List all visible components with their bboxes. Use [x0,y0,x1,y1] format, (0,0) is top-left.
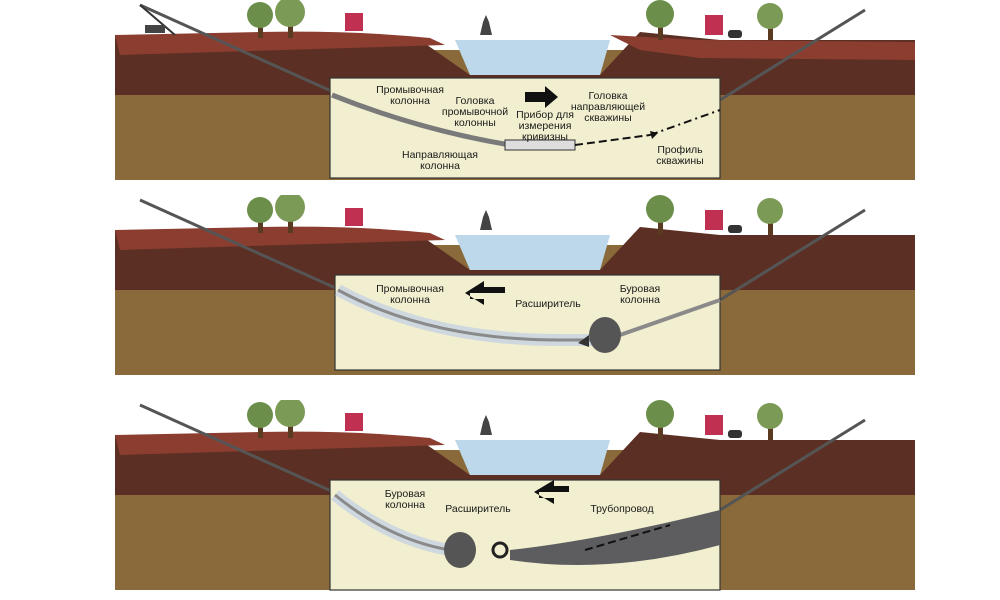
arrow-head-icon [650,131,658,139]
trees-left [247,195,305,233]
car-icon [728,430,742,438]
tower-icon [480,15,492,35]
pipeline-icon [510,510,720,565]
trees-right [646,195,783,235]
direction-arrow-icon [525,86,558,108]
drill-rig-left [139,403,341,497]
truck-icon [345,413,363,431]
trees-right [646,0,783,40]
car-icon [728,225,742,233]
pull-direction-line [584,524,671,551]
truck-icon-right [705,210,723,230]
trees-right [646,400,783,440]
bore-profile-line [649,109,721,136]
label-reamer: Расширитель [445,503,511,515]
truck-icon-right [705,15,723,35]
car-icon [728,30,742,38]
exit-pipe-right [719,418,866,512]
direction-arrow-icon [465,281,505,305]
drill-string-pipe [619,298,721,337]
label-reamer: Расширитель [515,298,581,310]
river [455,440,610,475]
drill-rig-left [139,3,341,97]
bore-path [574,134,651,146]
truck-icon [345,208,363,226]
trees-left [247,0,305,38]
drill-rig-left [139,198,341,292]
trees-left [247,400,305,438]
truck-icon-right [705,415,723,435]
soil-layer-red-right [610,35,915,60]
soil-layer-red [115,431,445,455]
direction-arrow-icon [534,480,569,504]
wash-string-pipe [337,288,600,342]
river [455,235,610,270]
river [455,40,610,75]
reamer-icon [444,532,509,568]
drill-string-pipe [334,493,451,552]
soil-layer-red [115,226,445,250]
exit-pipe-right [719,208,866,302]
drill-string [331,92,575,148]
reamer-icon [578,317,621,353]
truck-icon [345,13,363,31]
label-pipeline: Трубопровод [590,503,653,515]
soil-layer-red [115,31,445,55]
exit-pipe-right [719,8,866,102]
tower-icon [480,415,492,435]
tower-icon [480,210,492,230]
